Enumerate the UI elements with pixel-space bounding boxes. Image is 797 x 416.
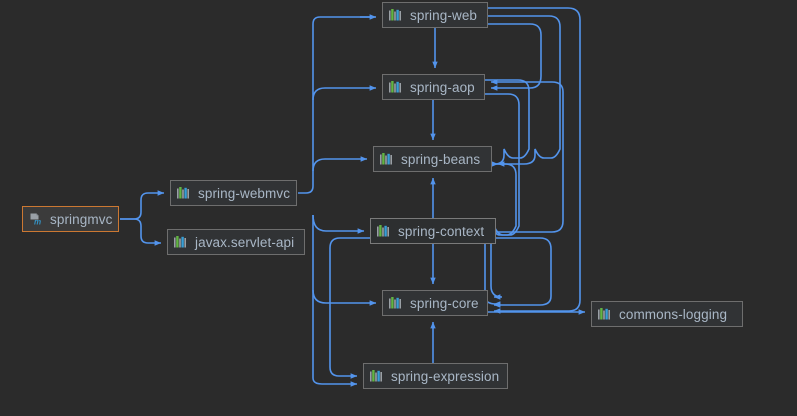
node-spring-beans[interactable]: spring-beans (373, 146, 492, 172)
node-spring-webmvc[interactable]: spring-webmvc (170, 180, 297, 206)
node-label: javax.servlet-api (195, 234, 295, 250)
edge-spring-web-spring-aop-return (488, 23, 542, 91)
node-javax-servlet-api[interactable]: javax.servlet-api (167, 229, 305, 255)
edge-webmvc-spine (298, 16, 370, 194)
edge-spring-web-spring-beans-return (488, 15, 561, 167)
node-spring-context[interactable]: spring-context (370, 218, 496, 244)
node-springmvc[interactable]: m springmvc (22, 206, 119, 232)
node-spring-web[interactable]: spring-web (382, 2, 488, 28)
node-spring-aop[interactable]: spring-aop (382, 74, 485, 100)
node-label: spring-core (410, 295, 479, 311)
edge-spring-beans-spring-core-return (490, 163, 517, 300)
edge-spring-context-spring-expression (329, 237, 370, 379)
library-bars-icon (598, 307, 610, 319)
node-commons-logging[interactable]: commons-logging (591, 301, 743, 327)
library-bars-icon (177, 186, 189, 198)
edge-springmvc-javax-servlet-api (120, 218, 162, 246)
edge-spring-context-spring-core-return (493, 237, 552, 308)
node-label: spring-aop (410, 79, 475, 95)
edge-webmvc-spring-aop (312, 85, 377, 101)
library-bars-icon (389, 80, 401, 92)
edge-spring-aop-spring-core-return (484, 93, 520, 307)
edge-webmvc-spring-expression (312, 215, 358, 387)
node-label: spring-webmvc (198, 185, 291, 201)
library-bars-icon (389, 296, 401, 308)
edge-webmvc-spring-context (312, 214, 365, 234)
node-label: spring-beans (401, 151, 481, 167)
library-bars-icon (389, 8, 401, 20)
node-spring-expression[interactable]: spring-expression (363, 363, 508, 389)
library-bars-icon (380, 152, 392, 164)
edge-spring-context-spring-aop-return (490, 79, 564, 233)
library-bars-icon (377, 224, 389, 236)
svg-text:m: m (34, 217, 41, 226)
node-label: spring-context (398, 223, 485, 239)
edge-springmvc-spring-webmvc (120, 190, 165, 220)
node-label: springmvc (50, 211, 113, 227)
library-bars-icon (174, 235, 186, 247)
node-label: spring-expression (391, 368, 500, 384)
library-bars-icon (370, 369, 382, 381)
node-label: commons-logging (619, 306, 728, 322)
maven-module-icon: m (30, 213, 41, 226)
edge-spring-aop-spring-beans-return (485, 79, 530, 167)
node-label: spring-web (410, 7, 478, 23)
edge-webmvc-spring-beans (312, 156, 368, 172)
node-spring-core[interactable]: spring-core (382, 290, 488, 316)
edge-webmvc-spring-core (312, 289, 377, 306)
edge-spring-web-spring-core-return (488, 7, 581, 314)
